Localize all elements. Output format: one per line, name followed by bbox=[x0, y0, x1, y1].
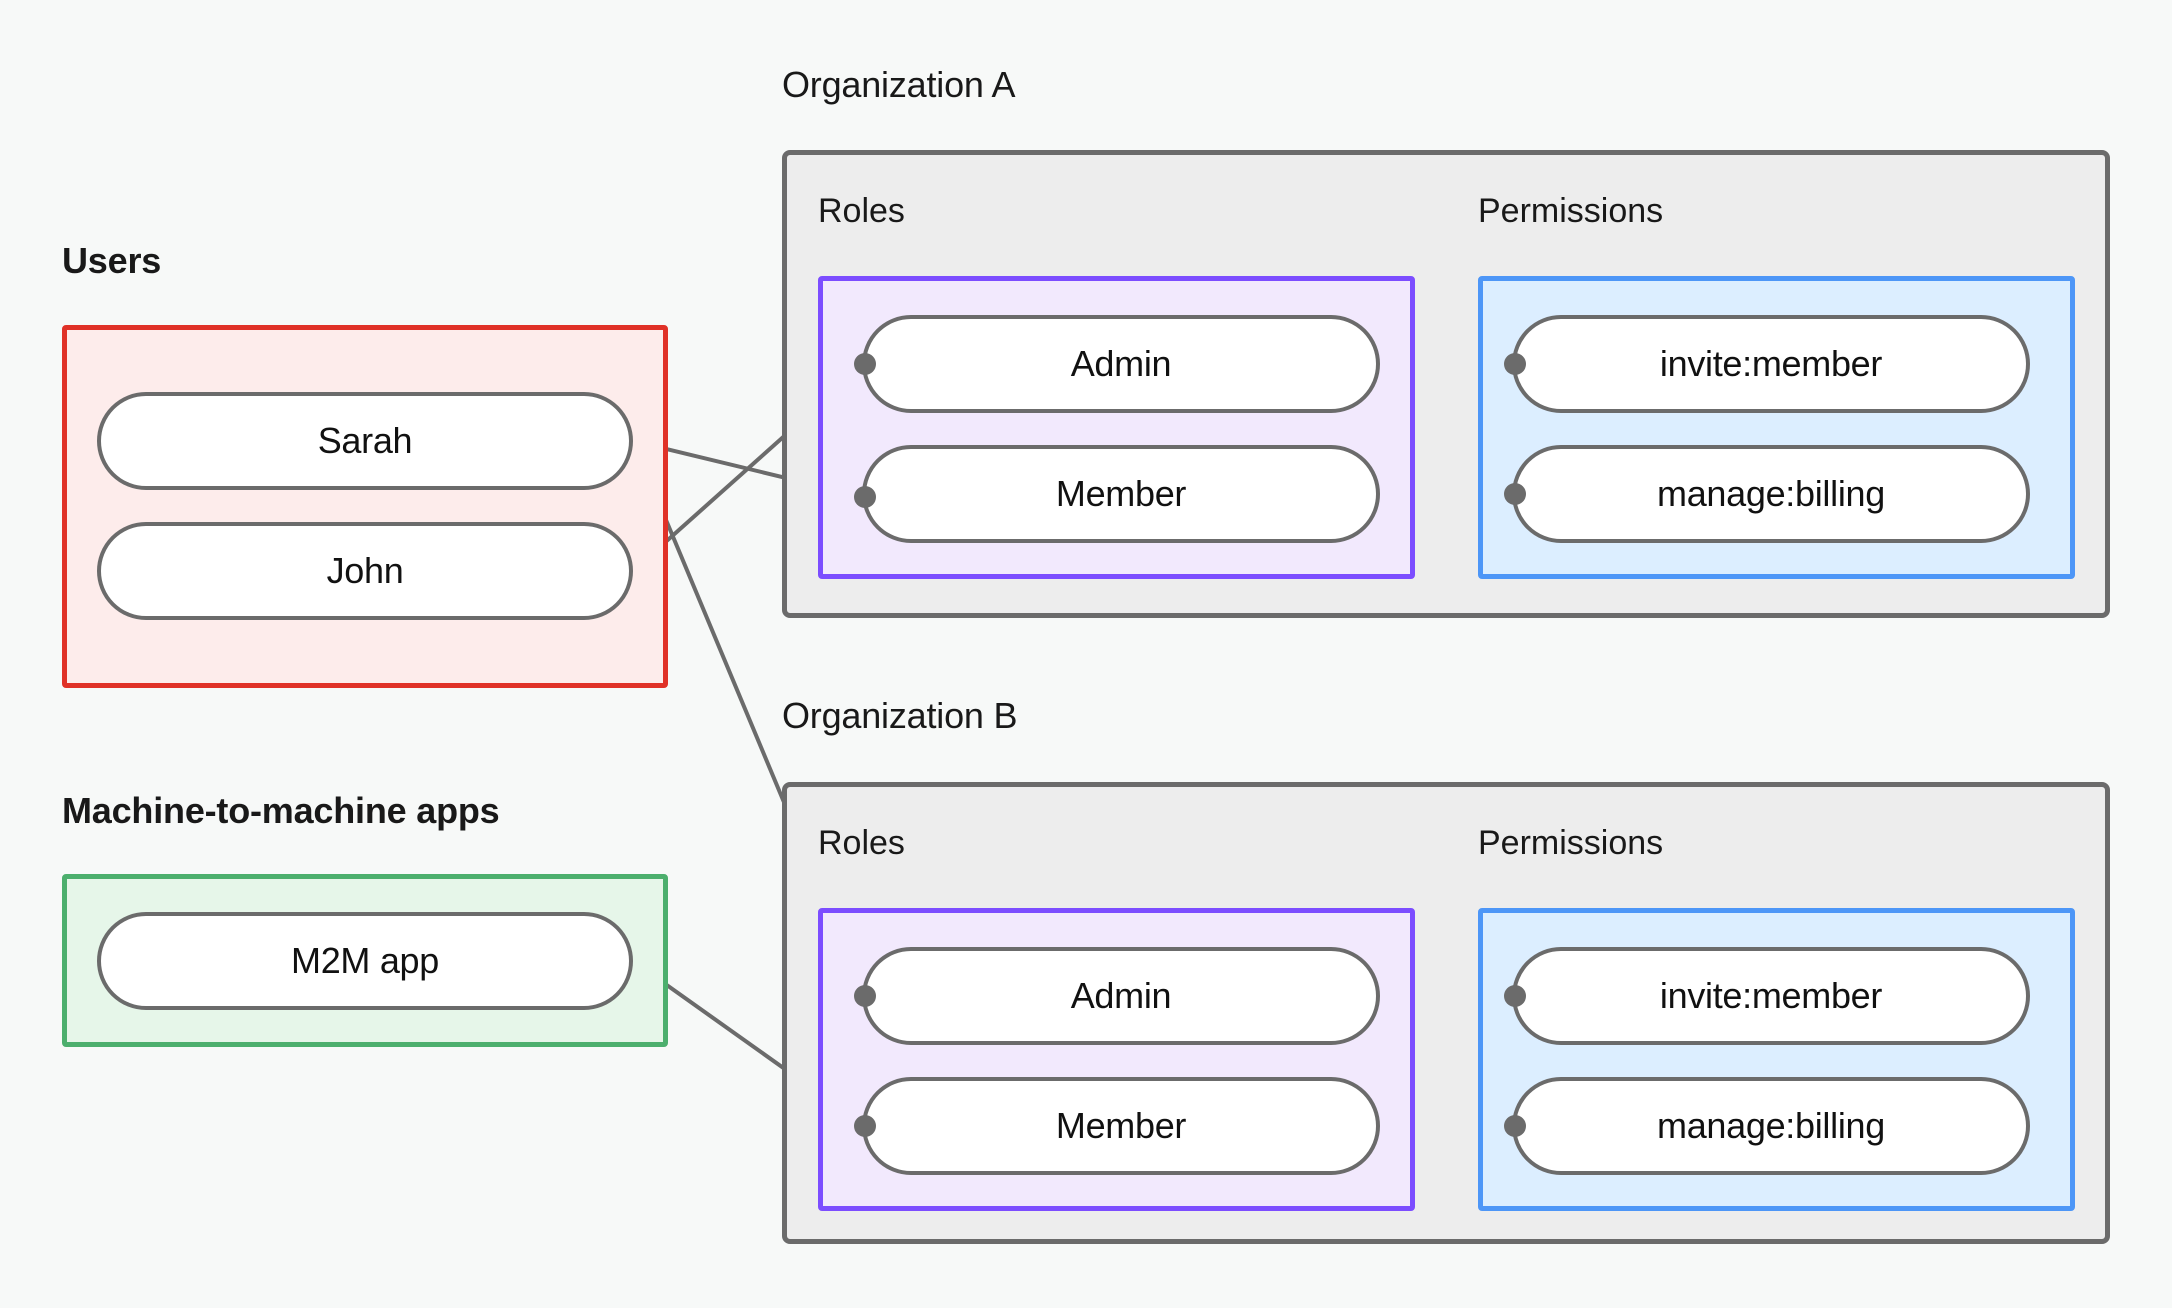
node-orga-member-label: Member bbox=[1055, 473, 1187, 514]
node-orga-invite-member[interactable]: invite:member bbox=[1512, 315, 2030, 413]
node-orga-admin[interactable]: Admin bbox=[862, 315, 1380, 413]
node-orgb-admin-label: Admin bbox=[1070, 975, 1172, 1016]
m2m-caption: Machine-to-machine apps bbox=[62, 790, 500, 831]
node-sarah[interactable]: Sarah bbox=[97, 392, 633, 490]
node-john-label: John bbox=[326, 550, 404, 591]
node-john[interactable]: John bbox=[97, 522, 633, 620]
users-caption: Users bbox=[62, 240, 162, 281]
org-b-roles-caption: Roles bbox=[818, 824, 905, 862]
node-m2m-app[interactable]: M2M app bbox=[97, 912, 633, 1010]
org-b-caption: Organization B bbox=[782, 695, 1018, 736]
org-a-roles-caption: Roles bbox=[818, 192, 905, 230]
org-a-permissions-caption: Permissions bbox=[1478, 192, 1664, 230]
node-m2m-app-label: M2M app bbox=[291, 940, 439, 981]
org-a-caption: Organization A bbox=[782, 64, 1016, 105]
node-orga-manage-billing[interactable]: manage:billing bbox=[1512, 445, 2030, 543]
node-orga-manage-billing-label: manage:billing bbox=[1657, 473, 1885, 514]
node-orga-invite-member-label: invite:member bbox=[1659, 343, 1883, 384]
org-b-permissions-caption: Permissions bbox=[1478, 824, 1664, 862]
node-sarah-label: Sarah bbox=[317, 420, 413, 461]
node-orgb-invite-member-label: invite:member bbox=[1659, 975, 1883, 1016]
node-orga-admin-label: Admin bbox=[1070, 343, 1172, 384]
node-orgb-admin[interactable]: Admin bbox=[862, 947, 1380, 1045]
node-orgb-manage-billing[interactable]: manage:billing bbox=[1512, 1077, 2030, 1175]
node-orgb-member-label: Member bbox=[1055, 1105, 1187, 1146]
node-orgb-invite-member[interactable]: invite:member bbox=[1512, 947, 2030, 1045]
node-orgb-manage-billing-label: manage:billing bbox=[1657, 1105, 1885, 1146]
node-orgb-member[interactable]: Member bbox=[862, 1077, 1380, 1175]
node-orga-member[interactable]: Member bbox=[862, 445, 1380, 543]
users-group-box bbox=[62, 325, 668, 688]
